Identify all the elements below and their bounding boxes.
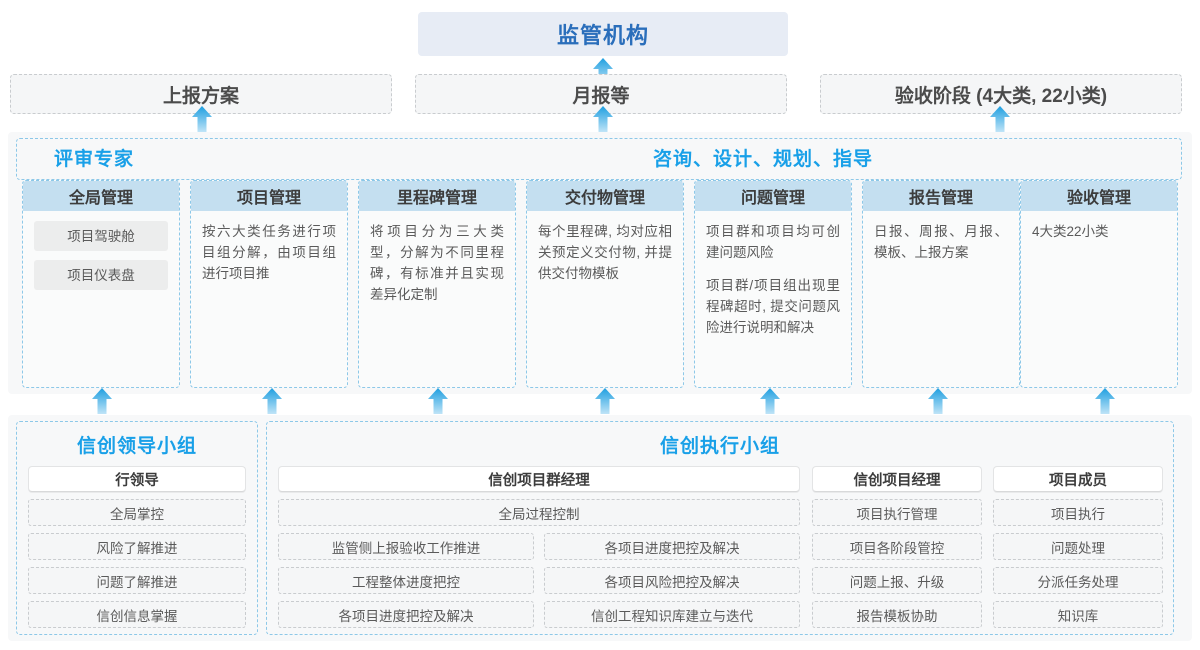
capability-card-report[interactable]: 报告管理 日报、周报、月报、模板、上报方案 — [862, 180, 1020, 388]
person-col-project-member: 项目成员 项目执行 问题处理 分派任务处理 知识库 — [993, 466, 1163, 628]
banner-monthly-report: 月报等 — [415, 74, 787, 114]
up-arrow-icon — [92, 388, 112, 414]
duty-item[interactable]: 全局过程控制 — [278, 499, 800, 526]
card-body: 按六大类任务进行项目组分解，由项目组进行项目推 — [191, 211, 347, 290]
person-col-bank-leader: 行领导 全局掌控 风险了解推进 问题了解推进 信创信息掌握 — [28, 466, 246, 628]
card-body: 项目驾驶舱 项目仪表盘 — [23, 211, 179, 305]
duty-item[interactable]: 各项目风险把控及解决 — [544, 567, 800, 594]
card-paragraph: 4大类22小类 — [1032, 224, 1109, 239]
person-role: 信创项目群经理 — [278, 466, 800, 492]
duty-item[interactable]: 报告模板协助 — [812, 601, 982, 628]
duty-row: 监管侧上报验收工作推进 各项目进度把控及解决 — [278, 526, 800, 560]
duty-item[interactable]: 各项目进度把控及解决 — [278, 601, 534, 628]
up-arrow-icon — [428, 388, 448, 414]
duty-item[interactable]: 监管侧上报验收工作推进 — [278, 533, 534, 560]
capability-layer: 评审专家 咨询、设计、规划、指导 全局管理 项目驾驶舱 项目仪表盘 项目管理 按… — [8, 132, 1192, 394]
group-title: 信创执行小组 — [659, 436, 780, 457]
card-title: 项目管理 — [191, 181, 347, 211]
person-col-project-manager: 信创项目经理 项目执行管理 项目各阶段管控 问题上报、升级 报告模板协助 — [812, 466, 982, 628]
card-pill[interactable]: 项目驾驶舱 — [34, 221, 168, 251]
up-arrow-icon — [990, 106, 1010, 132]
capability-card-project[interactable]: 项目管理 按六大类任务进行项目组分解，由项目组进行项目推 — [190, 180, 348, 388]
role-review-expert: 评审专家 — [54, 149, 135, 170]
regulator-label: 监管机构 — [556, 23, 649, 48]
person-role: 项目成员 — [993, 466, 1163, 492]
up-arrow-icon — [1095, 388, 1115, 414]
card-body: 4大类22小类 — [1021, 211, 1177, 248]
organization-layer: 信创领导小组 行领导 全局掌控 风险了解推进 问题了解推进 信创信息掌握 信创执… — [8, 415, 1192, 641]
up-arrow-icon — [593, 106, 613, 132]
group-leadership: 信创领导小组 行领导 全局掌控 风险了解推进 问题了解推进 信创信息掌握 — [16, 421, 258, 635]
duty-item[interactable]: 风险了解推进 — [28, 533, 246, 560]
person-col-program-manager: 信创项目群经理 全局过程控制 监管侧上报验收工作推进 各项目进度把控及解决 工程… — [278, 466, 800, 628]
duty-item[interactable]: 项目执行 — [993, 499, 1163, 526]
person-role: 行领导 — [28, 466, 246, 492]
card-title: 里程碑管理 — [359, 181, 515, 211]
card-title: 验收管理 — [1021, 181, 1177, 211]
duty-item[interactable]: 问题了解推进 — [28, 567, 246, 594]
duty-item[interactable]: 各项目进度把控及解决 — [544, 533, 800, 560]
up-arrow-icon — [760, 388, 780, 414]
duty-item[interactable]: 分派任务处理 — [993, 567, 1163, 594]
group-execution: 信创执行小组 信创项目群经理 全局过程控制 监管侧上报验收工作推进 各项目进度把… — [266, 421, 1174, 635]
duty-row: 各项目进度把控及解决 信创工程知识库建立与迭代 — [278, 594, 800, 628]
up-arrow-icon — [928, 388, 948, 414]
banner-report-plan: 上报方案 — [10, 74, 392, 114]
card-title: 全局管理 — [23, 181, 179, 211]
capability-card-deliverable[interactable]: 交付物管理 每个里程碑, 均对应相关预定义交付物, 并提供交付物模板 — [526, 180, 684, 388]
role-consulting: 咨询、设计、规划、指导 — [653, 149, 874, 170]
card-body: 项目群和项目均可创建问题风险 项目群/项目组出现里程碑超时, 提交问题风险进行说… — [695, 211, 851, 344]
up-arrow-icon — [593, 58, 613, 84]
duty-row: 工程整体进度把控 各项目风险把控及解决 — [278, 560, 800, 594]
duty-item[interactable]: 全局掌控 — [28, 499, 246, 526]
duty-item[interactable]: 知识库 — [993, 601, 1163, 628]
duty-item[interactable]: 问题处理 — [993, 533, 1163, 560]
card-body: 日报、周报、月报、模板、上报方案 — [863, 211, 1019, 269]
card-paragraph: 按六大类任务进行项目组分解，由项目组进行项目推 — [202, 224, 336, 281]
regulator-banner: 监管机构 — [418, 12, 788, 56]
card-title: 交付物管理 — [527, 181, 683, 211]
up-arrow-icon — [595, 388, 615, 414]
card-paragraph: 日报、周报、月报、模板、上报方案 — [874, 224, 1008, 260]
card-title: 报告管理 — [863, 181, 1019, 211]
duty-item[interactable]: 问题上报、升级 — [812, 567, 982, 594]
duty-item[interactable]: 项目执行管理 — [812, 499, 982, 526]
card-body: 将项目分为三大类型，分解为不同里程碑，有标准并且实现差异化定制 — [359, 211, 515, 311]
duty-item[interactable]: 工程整体进度把控 — [278, 567, 534, 594]
card-paragraph: 每个里程碑, 均对应相关预定义交付物, 并提供交付物模板 — [538, 224, 672, 281]
duty-item[interactable]: 项目各阶段管控 — [812, 533, 982, 560]
capability-card-acceptance[interactable]: 验收管理 4大类22小类 — [1020, 180, 1178, 388]
card-paragraph: 将项目分为三大类型，分解为不同里程碑，有标准并且实现差异化定制 — [370, 224, 504, 302]
card-paragraph: 项目群/项目组出现里程碑超时, 提交问题风险进行说明和解决 — [706, 278, 840, 335]
card-pill[interactable]: 项目仪表盘 — [34, 260, 168, 290]
duty-item[interactable]: 信创信息掌握 — [28, 601, 246, 628]
up-arrow-icon — [192, 106, 212, 132]
card-title: 问题管理 — [695, 181, 851, 211]
up-arrow-icon — [262, 388, 282, 414]
role-bar — [16, 138, 1182, 180]
group-title: 信创领导小组 — [76, 436, 197, 457]
capability-card-global[interactable]: 全局管理 项目驾驶舱 项目仪表盘 — [22, 180, 180, 388]
banner-label: 月报等 — [572, 85, 630, 107]
card-body: 每个里程碑, 均对应相关预定义交付物, 并提供交付物模板 — [527, 211, 683, 290]
capability-card-issue[interactable]: 问题管理 项目群和项目均可创建问题风险 项目群/项目组出现里程碑超时, 提交问题… — [694, 180, 852, 388]
banner-label: 验收阶段 (4大类, 22小类) — [894, 85, 1108, 107]
banner-label: 上报方案 — [162, 85, 239, 107]
capability-card-milestone[interactable]: 里程碑管理 将项目分为三大类型，分解为不同里程碑，有标准并且实现差异化定制 — [358, 180, 516, 388]
card-paragraph: 项目群和项目均可创建问题风险 — [706, 224, 840, 260]
person-role: 信创项目经理 — [812, 466, 982, 492]
duty-item[interactable]: 信创工程知识库建立与迭代 — [544, 601, 800, 628]
